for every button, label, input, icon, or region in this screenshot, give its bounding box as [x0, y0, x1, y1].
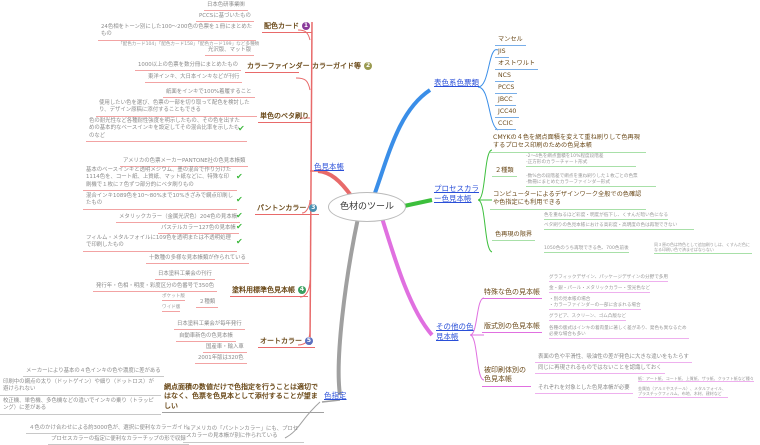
leaf: 金属箔（アルミやスチール）、メタルフォイル、プラスチックフィルム、布地、木材、建…	[638, 386, 728, 398]
leaf: 2001年版は320色	[195, 355, 247, 365]
node-label: オートカラー	[260, 337, 302, 345]
item-pccs: PCCS	[495, 84, 518, 95]
node-label: パントンカラー	[257, 204, 307, 212]
leaf: 国産車・輸入車	[203, 344, 247, 354]
leaf: グラビア、スクリーン、ゴム凸版など	[549, 314, 627, 322]
node-hiinsatsu: 被印刷体別の色見本帳	[482, 366, 531, 387]
leaf-line: -数冊にまとめたカラーファインダー形式	[526, 180, 611, 186]
leaf: PCCSに基づいたもの	[196, 13, 254, 23]
leaf: 色の耐光性など各種耐性強度を明示したもの、その色を出すための基本的なベースインキ…	[86, 118, 247, 142]
leaf: 色を重ねるほど彩度・明度が低下し、くすんだ暗い色になる	[544, 213, 669, 221]
item-jbcc: JBCC	[495, 96, 516, 107]
leaf: -2～4色を網点面積を10%程度段階差-正方形のカラーチャート形式	[526, 154, 636, 168]
node-color-limit: 色再現の限界	[492, 231, 536, 242]
leaf: 発行年・色相・明度・彩度区分の色番号で350色	[93, 283, 218, 293]
leaf: パステルカラー127色の見本帳	[158, 225, 239, 235]
leaf: グラフィックデザイン、パッケージデザインの分野で多用	[549, 275, 668, 283]
node-shitei-main: 網点面積の数値だけで色指定を行うことは適切ではなく、色票を色見本として添付するこ…	[162, 383, 324, 414]
priority-2-icon: 2	[364, 62, 373, 70]
leaf: アメリカの色票メーカーPANTONE社の色見本帳類	[120, 158, 249, 168]
topic-hyoshoku[interactable]: 表色系色票類	[434, 78, 479, 87]
leaf: ・別の見本帳の場合 ・カラーファインダーの一部に含まれる場合	[549, 297, 641, 311]
leaf: 紙面をインキで100%着履すること	[163, 89, 255, 99]
topic-process-color[interactable]: プロセスカラー色見本帳	[434, 184, 479, 204]
node-beta[interactable]: 単色のベタ刷り	[258, 112, 311, 124]
leaf: 印刷中の網点の太り（ドットゲイン）や細り（ドットロス）が避けられない	[0, 379, 161, 396]
leaf: CMYKの４色を網点面積を変えて重ね刷りして色再現するプロセス印刷のための色見本…	[490, 134, 646, 153]
leaf: 使用したい色を選び、色票の一部を切り取って配色を検討したり、デザイン原稿に添付す…	[96, 100, 257, 117]
leaf: ベタ刷りの色見本帳における高彩度・高明度の色は再現できない	[544, 223, 694, 231]
priority-1-icon: 1	[302, 22, 310, 30]
topic-shitei[interactable]: 色指定	[324, 391, 347, 400]
leaf: 光沢版、マット版	[205, 47, 255, 57]
leaf: ２種類	[196, 299, 219, 309]
leaf: 十数種の多様な見本帳類が作られている	[146, 255, 249, 265]
leaf: それぞれを対象とした色見本帳が必要	[535, 385, 633, 395]
leaf: 校正機、単色機、多色機などの違いでインキの乗り（トラッピング）に差がある	[0, 398, 161, 415]
check-icon: ✔	[236, 237, 243, 246]
leaf: ４色のかけ合わせによる約3000色が、選択に便利なカラーガイド	[26, 425, 191, 435]
item-ccic: CCIC	[495, 120, 516, 131]
item-jcc40: JCC40	[495, 108, 520, 119]
central-topic[interactable]: 色材のツール	[328, 192, 406, 222]
priority-5-icon: 5	[305, 337, 313, 345]
leaf: ワイド版	[162, 305, 181, 313]
leaf: 紙：アート紙、コート紙、上質紙、ザラ紙、クラフト紙など種々	[638, 376, 754, 383]
priority-4-icon: 4	[298, 286, 306, 294]
leaf: 日本塗料工業会が毎年発行	[174, 321, 245, 331]
leaf: メーカーにより基本の４色インキの色や濃度に差がある	[23, 368, 164, 378]
item-jis: JIS	[495, 48, 509, 59]
leaf: 表面の色や平滑性、吸油性の差が発色に大きな違いをもたらす	[535, 354, 692, 364]
leaf-line: -正方形のカラーチャート形式	[526, 160, 588, 166]
leaf: ポケット版	[162, 294, 185, 302]
leaf: 24色相をトーン別にした100～200色の色票を１冊にまとめたもの	[98, 24, 256, 41]
node-label: カラーファインダー カラーガイド等	[247, 62, 362, 70]
leaf: コンピューターによるデザインワーク全般での色確認や色指定にも利用できる	[490, 191, 646, 210]
leaf-line: -2～4色を網点面積を10%程度段階差	[526, 154, 604, 159]
leaf: 金・銀・パール・メタリックカラー・蛍光色など	[549, 286, 651, 294]
priority-3-icon: 3	[309, 204, 318, 212]
item-ostwald: オストワルト	[495, 60, 539, 71]
leaf-line: -数%台の段階差で網点を重ね刷りした１枚ごとの色票	[526, 174, 638, 179]
node-special: 特殊な色の見本帳	[482, 288, 542, 300]
leaf-note: ※アメリカの「パントンカラー」にも、プロセスカラーの見本帳が別に作られている	[183, 426, 304, 443]
check-icon: ✔	[236, 172, 243, 181]
topic-other[interactable]: その他の色見本帳	[436, 322, 474, 342]
topic-mihoncho[interactable]: 色見本帳	[314, 162, 344, 171]
leaf: 同じに再現されるものではないことを認識しておく	[535, 365, 665, 375]
leaf: 1050色のうち再現できる色、700色前後	[544, 246, 629, 254]
leaf: 日本色研事業㈱	[204, 2, 248, 12]
leaf: -数%台の段階差で網点を重ね刷りした１枚ごとの色票-数冊にまとめたカラーファイン…	[526, 174, 656, 188]
item-munsell: マンセル	[495, 36, 526, 47]
leaf-note: 同３原の色は特色として追加刷りしは、くすんだ色になる印刷い色で済ませばならない	[654, 242, 752, 254]
check-icon: ✔	[238, 124, 245, 133]
leaf: 東洋インキ、大日本インキなどが刊行	[145, 74, 243, 84]
node-hanshiki: 版式別の色見本帳	[482, 322, 542, 334]
check-icon: ✔	[236, 195, 243, 204]
node-label: 配色カード	[264, 22, 299, 30]
leaf: 混合インキ1089色を10～80%まで10%きざみで網点印刷したもの	[83, 193, 237, 210]
check-icon: ✔	[236, 211, 243, 220]
item-ncs: NCS	[495, 72, 514, 83]
leaf-note: 「配色カード104」「配色カード158」「配色カード199」など多種類	[118, 42, 260, 47]
leaf: 自動車新色の色見本帳	[176, 333, 236, 343]
leaf: 基本のベースインキと透明メジウム、墨の混合で作り分けた1114色を、コート紙、上…	[83, 167, 237, 191]
leaf: 1000以上の色票を数分冊にまとめたもの	[135, 62, 241, 72]
leaf: 各種の版式はインキの着肉量に著しく差があり、発色も異なるため必要な場合も多い	[549, 326, 689, 340]
leaf: メタリックカラー（金属光沢色）204色の見本帳	[116, 214, 241, 224]
leaf: 日本塗料工業会の刊行	[155, 271, 215, 281]
node-types: ２種類	[492, 167, 517, 178]
leaf: フィルム・メタルフォイルに109色を透明または不透明処理で印刷したもの	[83, 235, 237, 252]
check-icon: ✔	[236, 222, 243, 231]
node-label: 塗料用標準色見本帳	[232, 286, 295, 294]
